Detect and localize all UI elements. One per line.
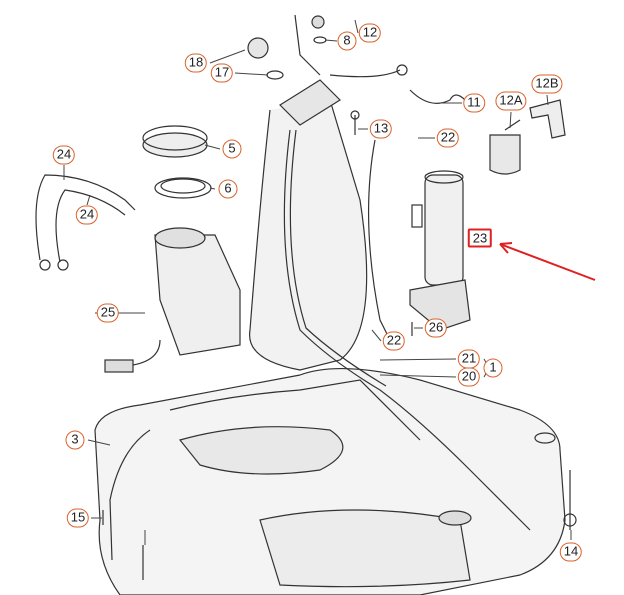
callout-23-highlighted: 23 (467, 228, 493, 248)
callout-11: 11 (463, 93, 485, 113)
callout-8: 8 (337, 31, 357, 51)
callout-13: 13 (369, 119, 393, 139)
callout-3: 3 (65, 430, 85, 450)
callout-21: 21 (457, 349, 481, 369)
callout-12b: 12B (531, 74, 563, 94)
fuel-filter-23 (424, 174, 464, 286)
callout-15: 15 (66, 508, 90, 528)
callout-5: 5 (222, 139, 242, 159)
callout-1: 1 (483, 358, 503, 378)
callout-20: 20 (457, 367, 481, 387)
callout-24: 24 (52, 145, 76, 165)
callout-18: 18 (184, 53, 208, 73)
lock-ring-5 (142, 132, 208, 158)
callout-24-lower: 24 (75, 205, 99, 225)
callout-22: 22 (436, 128, 460, 148)
connector-12b (529, 99, 566, 139)
callout-17: 17 (210, 63, 234, 83)
fuel-line (283, 129, 531, 531)
callout-12: 12 (358, 23, 382, 43)
callout-6: 6 (218, 179, 238, 199)
seal-6 (154, 177, 212, 199)
callout-14: 14 (559, 542, 583, 562)
fuel-pump-25 (154, 234, 241, 356)
highlight-arrow (499, 242, 596, 281)
callout-26: 26 (424, 318, 448, 338)
callout-25: 25 (96, 303, 120, 323)
callout-22-lower: 22 (382, 331, 406, 351)
filler-neck (249, 99, 368, 371)
connector-12a (489, 134, 521, 175)
hose-24 (35, 174, 136, 261)
callout-12a: 12A (495, 91, 527, 111)
